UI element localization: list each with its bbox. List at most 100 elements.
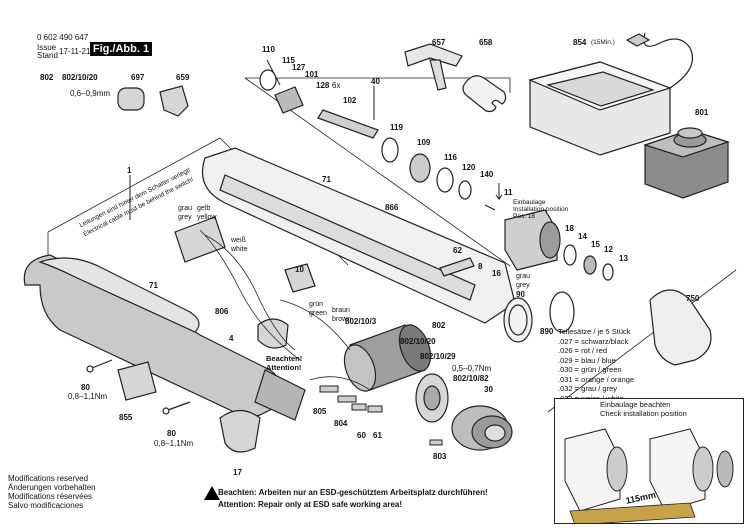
parts-list-title: Teilesätze / je 5 Stück (558, 327, 631, 336)
label-140: 140 (480, 170, 494, 179)
label-116: 116 (444, 153, 457, 162)
installation-inset (554, 398, 744, 524)
parts-list-item: .029 = blau / blue (558, 355, 616, 365)
label-802a: 802 (40, 73, 54, 82)
label-803: 803 (433, 452, 447, 461)
esd-warning-en: Attention: Repair only at ESD safe worki… (218, 499, 402, 511)
label-71b: 71 (149, 281, 158, 290)
warning-triangle-icon (204, 486, 220, 500)
label-80b: 80 (167, 429, 176, 438)
thickness-annotation: 0,6–0,9mm (70, 89, 111, 98)
label-4: 4 (229, 334, 234, 343)
inset-title-de: Einbaulage beachten (600, 400, 671, 409)
screws-80 (86, 359, 191, 415)
label-127: 127 (292, 63, 306, 72)
label-890: 890 (540, 327, 554, 336)
wire-grey: grau grey (178, 205, 193, 221)
part-number: 0 602 490 647 (37, 33, 89, 42)
motor-housing-866 (201, 147, 516, 324)
stand-label: Stand (37, 51, 58, 60)
warning-en-text: Repair only at ESD safe working area! (258, 500, 403, 509)
connector-61 (367, 405, 383, 413)
label-120: 120 (462, 163, 476, 172)
connector-804 (337, 395, 357, 403)
ring-890 (549, 291, 575, 333)
label-18: 18 (565, 224, 574, 233)
label-101: 101 (305, 70, 319, 79)
part-4 (257, 318, 289, 349)
label-80a: 80 (81, 383, 90, 392)
warning-en-label: Attention: (218, 500, 256, 509)
spindle-parts (259, 69, 472, 200)
chuck-assembly (504, 209, 614, 281)
label-855: 855 (119, 413, 133, 422)
label-12: 12 (604, 245, 613, 254)
label-1: 1 (127, 166, 132, 175)
label-17: 17 (233, 468, 242, 477)
figure-label: Fig./Abb. 1 (90, 42, 152, 56)
label-62: 62 (453, 246, 462, 255)
part-62 (439, 257, 475, 277)
parts-list-item: .027 = schwarz/black (558, 336, 629, 346)
clip-659 (159, 85, 189, 117)
inset-drawing (564, 428, 734, 523)
label-802-10-82: 802/10/82 (453, 374, 489, 383)
label-804: 804 (334, 419, 348, 428)
wire-grey-2: grau grey (516, 273, 531, 289)
install-note-2: Installation position (513, 206, 569, 213)
label-802-10-20b: 802/10/20 (400, 337, 436, 346)
hex-key-657 (404, 43, 463, 91)
charger-854 (528, 32, 694, 156)
connector-805 (319, 385, 339, 393)
label-805: 805 (313, 407, 327, 416)
label-110: 110 (262, 45, 275, 54)
label-13: 13 (619, 254, 628, 263)
wire-brown: braun brown (332, 307, 352, 323)
label-8: 8 (478, 262, 483, 271)
inset-title-en: Check installation position (600, 409, 687, 418)
cap-697 (117, 87, 145, 111)
parts-list-item: .026 = rot / red (558, 346, 607, 355)
label-60: 60 (357, 431, 366, 440)
gear-housing-1 (23, 254, 306, 421)
connector-803 (429, 439, 443, 446)
warning-de-label: Beachten: (218, 488, 257, 497)
label-109: 109 (417, 138, 431, 147)
label-16: 16 (492, 269, 501, 278)
label-11: 11 (504, 188, 513, 197)
gear-disc (415, 373, 449, 423)
label-14: 14 (578, 232, 587, 241)
wrench-658 (462, 75, 507, 113)
label-102: 102 (343, 96, 357, 105)
footer-line: Salvo modificaciones (8, 501, 84, 510)
connector-60 (351, 403, 367, 411)
parts-list: Teilesätze / je 5 Stück .027 = schwarz/b… (558, 327, 634, 403)
switch (174, 216, 226, 263)
label-802-10-29: 802/10/29 (420, 352, 456, 361)
footer-line: Änderungen vorbehalten (8, 483, 96, 492)
label-659: 659 (176, 73, 190, 82)
label-128-qty: 6x (332, 81, 341, 90)
install-note-1: Einbaulage (513, 199, 546, 206)
torque-b: 0,8–1,1Nm (154, 439, 194, 448)
motor-802 (343, 324, 432, 392)
torque-a: 0,8–1,1Nm (68, 392, 108, 401)
issue-label: Issue (37, 43, 57, 52)
label-806: 806 (215, 307, 229, 316)
label-61: 61 (373, 431, 382, 440)
label-801: 801 (695, 108, 709, 117)
label-40: 40 (371, 77, 380, 86)
parts-list-item: .032 = grau / grey (558, 384, 617, 393)
part-17 (219, 409, 261, 453)
install-note-3: Pos. 18 (513, 213, 536, 220)
battery-801 (643, 127, 730, 199)
label-866: 866 (385, 203, 399, 212)
measure-bar (569, 502, 696, 523)
label-750: 750 (686, 294, 700, 303)
label-115: 115 (282, 56, 295, 65)
esd-warning-de: Beachten: Arbeiten nur an ESD-geschützte… (218, 487, 488, 499)
label-30: 30 (484, 385, 493, 394)
label-802-10-3: 802/10/3 (345, 317, 377, 326)
warning-de-text: Arbeiten nur an ESD-geschütztem Arbeitsp… (258, 488, 488, 497)
